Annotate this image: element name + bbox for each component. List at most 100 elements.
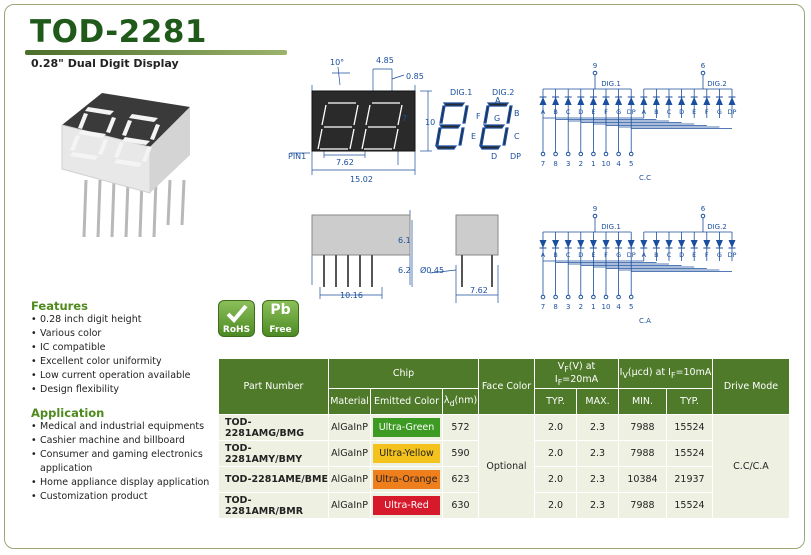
dim-762: 7.62 [336,158,354,167]
pin-terminal [591,151,596,157]
common-pin-label: 9 [593,205,597,213]
diode-f-symbol [703,240,711,248]
diode-dp-symbol [728,240,736,248]
dim-1016: 10.16 [340,291,363,300]
material-cell: AlGaInP [328,466,371,493]
diode-f-symbol [602,240,610,248]
diode-a-symbol [640,240,648,248]
seg-d-label: D [491,152,497,161]
application-heading: Application [31,406,105,420]
segment-label: G [717,108,722,116]
dim-045: Ø0.45 [420,265,444,275]
wavelength-cell: 630 [442,492,479,519]
th-lambda: λd(nm) [442,388,479,415]
segment-label: C [566,251,571,259]
segment-label: C [667,251,672,259]
digit-label: DIG.2 [707,80,727,88]
segment-label: DP [627,108,636,116]
iv-min-cell: 7988 [618,492,667,519]
pin-number-label: 1 [591,303,595,311]
dim-62: 6.2 [398,266,411,275]
pin-number-label: 10 [602,303,611,311]
segment-label: DP [728,251,737,259]
segment-label: F [604,108,608,116]
diode-c-symbol [665,97,673,105]
pin-terminal [540,294,546,300]
diode-dp-symbol [627,97,635,105]
diode-g-symbol [715,240,723,248]
diode-dp-symbol [627,240,635,248]
th-face-color: Face Color [478,358,535,415]
th-vf-typ: TYP. [534,388,577,415]
pin-number-label: 2 [579,160,583,168]
diode-b-symbol [552,240,560,248]
iv-min-cell: 10384 [618,466,667,493]
emitted-color-cell: Ultra-Orange [370,466,443,493]
dim-762b: 7.62 [470,286,488,295]
th-vf-max: MAX. [576,388,619,415]
diode-d-symbol [678,240,686,248]
pin-terminal [603,151,609,157]
segment-label: B [553,108,557,116]
emitted-color-cell: Ultra-Green [370,414,443,441]
segment-label: B [553,251,557,259]
feature-item: Low current operation available [31,369,191,383]
diode-dp-symbol [728,97,736,105]
diode-f-symbol [602,97,610,105]
dim-1502: 15.02 [350,175,373,184]
diode-e-symbol [690,240,698,248]
material-cell: AlGaInP [328,492,371,519]
segment-label: E [692,108,696,116]
application-item: Home appliance display application [31,476,211,490]
segment-label: A [642,108,647,116]
vf-typ-cell: 2.0 [534,492,577,519]
vf-typ-cell: 2.0 [534,466,577,493]
iv-typ-cell: 15524 [666,492,713,519]
vf-typ-cell: 2.0 [534,440,577,467]
pin-number-label: 4 [616,303,621,311]
pin-terminal [628,294,634,300]
emitted-color-swatch: Ultra-Yellow [373,444,440,463]
seg-f-label: F [476,112,481,121]
material-cell: AlGaInP [328,440,371,467]
features-heading: Features [31,299,88,313]
drive-mode-cell: C.C/C.A [712,414,790,519]
pin-terminal [700,70,706,76]
diode-b-symbol [652,97,660,105]
feature-item: Design flexibility [31,383,191,397]
pin-number-label: 8 [553,303,557,311]
segment-label: D [679,251,684,259]
dim-7: 7 [402,114,407,123]
pin-number-label: 7 [541,160,545,168]
segment-label: DP [728,108,737,116]
pin-number-label: 2 [579,303,583,311]
iv-typ-cell: 15524 [666,440,713,467]
diode-a-symbol [640,97,648,105]
vf-max-cell: 2.3 [576,414,619,441]
common-pin-label: 9 [593,62,597,70]
segment-label: D [578,108,583,116]
vf-max-cell: 2.3 [576,492,619,519]
th-iv: IV(μcd) at IF=10mA [618,358,713,389]
segment-label: D [578,251,583,259]
material-cell: AlGaInP [328,414,371,441]
diode-e-symbol [690,97,698,105]
pin-number-label: 5 [629,160,633,168]
feature-item: Various color [31,327,191,341]
dim-10: 10 [425,118,435,127]
application-item: Consumer and gaming electronics applicat… [31,448,211,476]
th-emitted: Emitted Color [370,388,443,415]
iv-min-cell: 7988 [618,440,667,467]
emitted-color-swatch: Ultra-Red [373,496,440,515]
rohs-label: RoHS [222,325,251,335]
dim-angle: 10° [330,58,344,67]
diode-d-symbol [577,240,585,248]
feature-item: 0.28 inch digit height [31,313,191,327]
diode-e-symbol [589,97,597,105]
feature-item: Excellent color uniformity [31,355,191,369]
dim-61: 6.1 [398,236,411,245]
part-number-cell: TOD-2281AME/BME [218,466,329,493]
digit-label: DIG.2 [707,223,727,231]
